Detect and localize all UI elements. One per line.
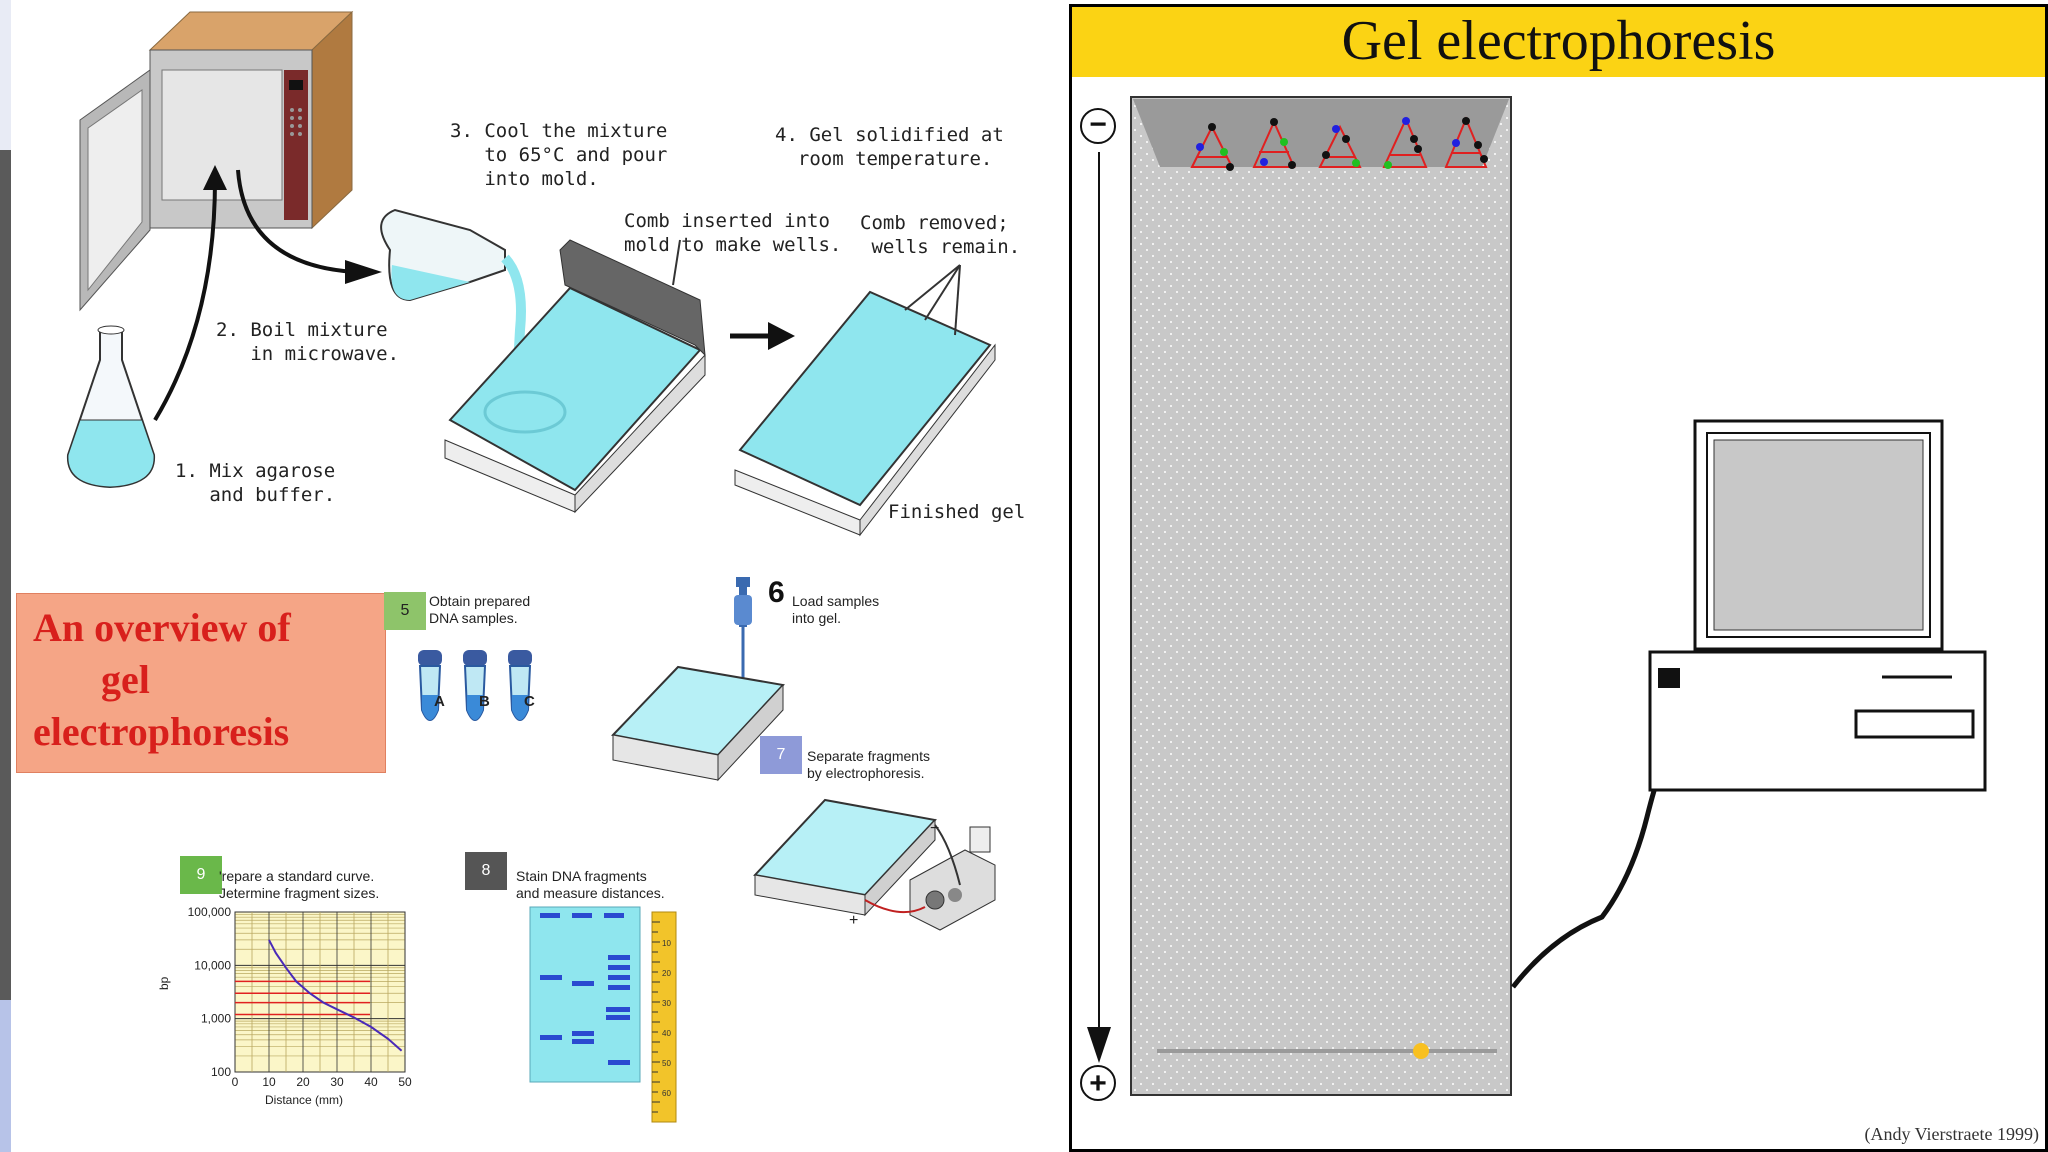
- chart-ylabel: bp: [157, 976, 171, 990]
- tube-c-label: C: [524, 693, 535, 710]
- step9-badge: 9: [180, 856, 222, 894]
- run-progress-marker: [1413, 1043, 1429, 1059]
- tube-a-label: A: [434, 693, 445, 710]
- ruler-tick-30: 30: [662, 999, 671, 1008]
- ruler-tick-40: 40: [662, 1029, 671, 1038]
- stained-gel-icon: [529, 906, 641, 1083]
- computer-icon: [1648, 419, 1987, 792]
- finished-gel-icon: [734, 264, 996, 537]
- ruler-tick-10: 10: [662, 939, 671, 948]
- gel-slab: [1130, 96, 1512, 1096]
- chart-ytick-label: 100,000: [188, 905, 232, 919]
- chart-xtick-label: 50: [398, 1075, 412, 1089]
- load-gel-icon: [611, 577, 785, 782]
- negative-sign: −: [1089, 108, 1107, 141]
- chart-ytick-label: 10,000: [194, 958, 231, 972]
- step4-label: 4. Gel solidified at room temperature.: [775, 124, 1004, 170]
- chart-grid: [234, 911, 406, 1073]
- power-cable: [1511, 751, 1670, 989]
- dna-molecules: [1190, 116, 1488, 171]
- left-strip: [0, 150, 11, 1000]
- ruler-tick-20: 20: [662, 969, 671, 978]
- mold-tray-icon: [444, 239, 706, 514]
- flask-icon: [66, 325, 156, 489]
- chart-ytick-label: 100: [211, 1065, 231, 1079]
- chart-xtick-label: 20: [296, 1075, 310, 1089]
- pouring-flask-icon: [380, 208, 526, 421]
- chart-ytick-label: 1,000: [201, 1012, 231, 1026]
- chart-xlabel: Distance (mm): [265, 1093, 343, 1107]
- gel-prep-illustration: [66, 10, 996, 537]
- gel-apparatus: [1087, 96, 1987, 1096]
- credit-text: (Andy Vierstraete 1999): [1864, 1124, 2039, 1144]
- negative-electrode: −: [1080, 108, 1116, 144]
- step9-label: 'repare a standard curve.Jetermine fragm…: [219, 868, 380, 901]
- chart-xtick-label: 30: [330, 1075, 344, 1089]
- panel-title-bar: Gel electrophoresis: [1072, 7, 2045, 77]
- electrode-plus-label: +: [849, 912, 859, 929]
- chart-xtick-label: 40: [364, 1075, 378, 1089]
- electrophoresis-chamber-icon: [753, 798, 996, 931]
- comb-removed-label: Comb removed; wells remain.: [860, 212, 1021, 258]
- microwave-icon: [79, 10, 354, 312]
- overview-line-2: gel: [101, 657, 150, 702]
- gel-electrophoresis-panel: Gel electrophoresis: [1069, 4, 2048, 1152]
- positive-electrode: +: [1080, 1065, 1116, 1101]
- left-strip-bottom: [0, 1000, 11, 1152]
- step1-label: 1. Mix agarose and buffer.: [175, 460, 336, 506]
- electrode-minus-label: −: [930, 820, 940, 837]
- step2-label: 2. Boil mixture in microwave.: [216, 319, 400, 365]
- overview-title-box: An overview of gel electrophoresis: [16, 593, 386, 773]
- overview-line-3: electrophoresis: [33, 709, 290, 754]
- step5-badge: 5: [384, 592, 426, 630]
- panel-title: Gel electrophoresis: [1341, 10, 1776, 72]
- chart-series-line: [268, 939, 403, 1052]
- left-strip-top: [0, 0, 11, 150]
- ruler-tick-60: 60: [662, 1089, 671, 1098]
- tube-b-label: B: [479, 693, 490, 710]
- finished-gel-label: Finished gel: [888, 501, 1026, 523]
- step7-badge: 7: [760, 736, 802, 774]
- step3-label: 3. Cool the mixture to 65°C and pour int…: [450, 120, 668, 190]
- step6-number: 6: [768, 576, 785, 609]
- positive-sign: +: [1089, 1067, 1107, 1100]
- gel-prep-diagram: 1. Mix agarose and buffer. 2. Boil mixtu…: [16, 10, 1026, 1123]
- overview-line-1: An overview of: [33, 605, 291, 650]
- chart-xtick-label: 0: [232, 1075, 239, 1089]
- measure-ruler-icon: 10 20 30 40 50 60: [651, 911, 677, 1123]
- sample-tubes-icon: [418, 650, 532, 721]
- ruler-tick-50: 50: [662, 1059, 671, 1068]
- standard-curve-chart: 0 10 20 30 40 50 100 1,000 10,000 100,000 bp Dist…: [157, 905, 412, 1107]
- step8-badge: 8: [465, 852, 507, 890]
- chart-xtick-label: 10: [262, 1075, 276, 1089]
- chart-axes: 0 10 20 30 40 50 100 1,000 10,000 100,000: [188, 905, 412, 1089]
- chart-series: [268, 939, 403, 1052]
